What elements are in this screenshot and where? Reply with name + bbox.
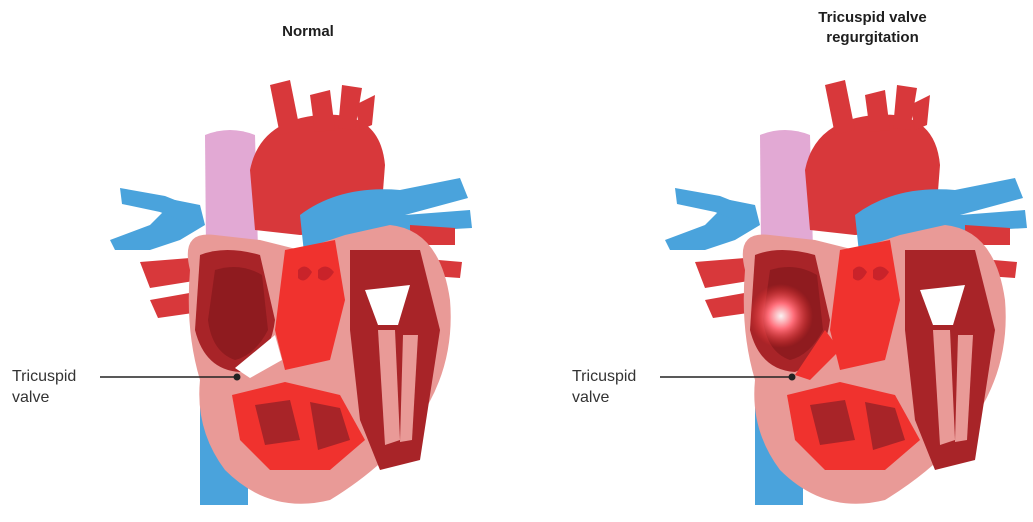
tricuspid-label-regurgitation: Tricuspid valve xyxy=(572,366,636,408)
regurgitation-glow xyxy=(749,284,813,348)
normal-heart-panel: Normal xyxy=(0,0,520,522)
tricuspid-leader-dot xyxy=(789,374,796,381)
superior-vena-cava xyxy=(205,130,258,250)
regurgitation-heart-illustration xyxy=(560,0,1033,522)
tricuspid-leader-dot xyxy=(234,374,241,381)
normal-heart-illustration xyxy=(0,0,520,522)
heart-drawing xyxy=(110,80,472,505)
heart-drawing xyxy=(665,80,1027,505)
regurgitation-heart-panel: Tricuspid valve regurgitation xyxy=(560,0,1033,522)
tricuspid-label-normal: Tricuspid valve xyxy=(12,366,76,408)
